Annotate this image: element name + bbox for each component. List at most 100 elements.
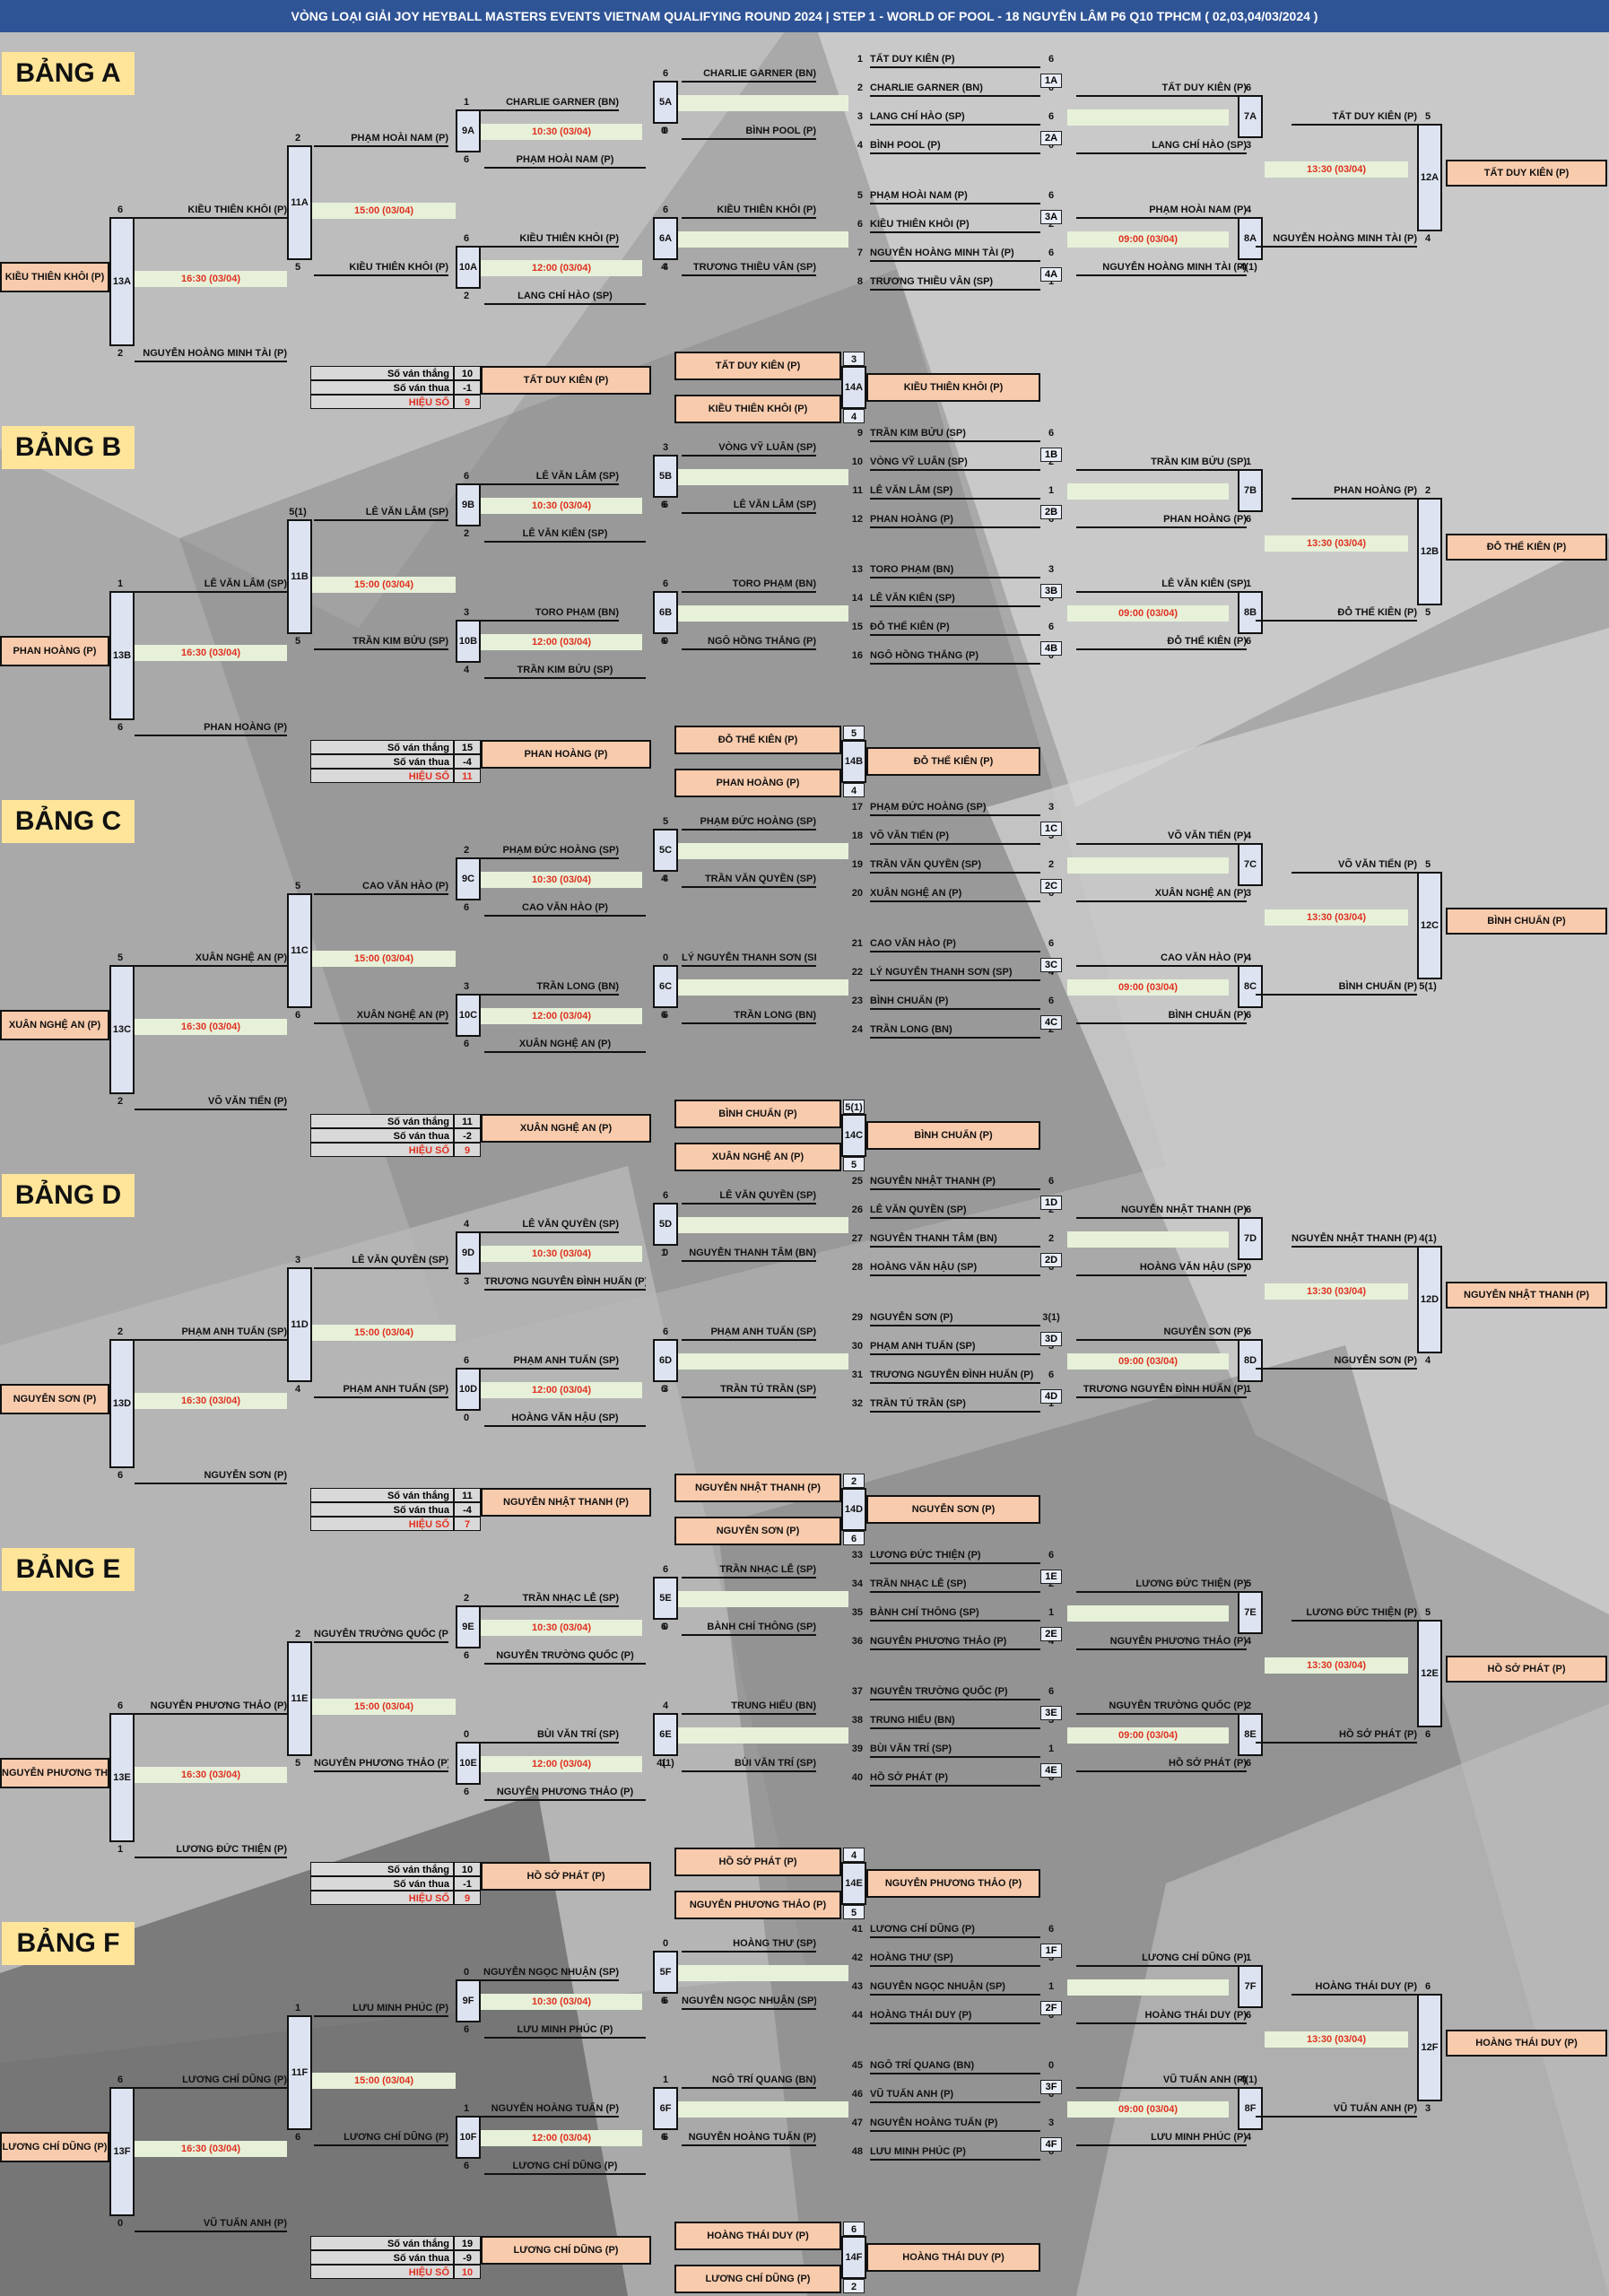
r3-bracket	[1417, 1620, 1442, 1727]
player-name: PHẠM ĐỨC HOÀNG (SP)	[870, 800, 1040, 816]
match-number: 4F	[1040, 2137, 1062, 2152]
match-number: 11D	[291, 1319, 309, 1330]
final-player-a: HỒ SỞ PHÁT (P)	[674, 1848, 841, 1876]
l6-player-a: LÊ VĂN QUYỀN (SP)	[475, 1217, 619, 1233]
l8-score-b: 2	[117, 348, 124, 359]
r2-score-b: 3	[1245, 888, 1252, 899]
final-bracket	[841, 1862, 866, 1905]
final-player-a: ĐỖ THẾ KIÊN (P)	[674, 726, 841, 754]
won-label: Số ván thắng	[310, 366, 454, 380]
match-time: 10:30 (03/04)	[481, 1994, 642, 2010]
seed-number: 7	[857, 248, 863, 258]
l6-bracket	[456, 2116, 481, 2159]
won-value: 11	[454, 1114, 481, 1128]
player-name: LÊ VĂN KIÊN (SP)	[870, 591, 1040, 607]
l7-score-a: 5	[294, 881, 301, 891]
player-name: BÌNH POOL (P)	[870, 138, 1040, 154]
l6-player-b: LƯƠNG CHÍ DŨNG (P)	[484, 2159, 646, 2175]
l5-player-b: TRẦN LONG (BN)	[682, 1008, 816, 1024]
lost-value: -4	[454, 754, 481, 769]
player-score: 3	[1048, 564, 1055, 575]
lost-value: -9	[454, 2250, 481, 2265]
l8-score-a: 6	[117, 1700, 124, 1711]
l7-player-a: LƯU MINH PHÚC (P)	[314, 2001, 448, 2017]
player-score: 6	[1048, 2089, 1055, 2100]
l6-player-b: LƯU MINH PHÚC (P)	[484, 2022, 646, 2039]
match-number: 7A	[1243, 111, 1257, 122]
seed-number: 43	[851, 1981, 863, 1992]
l7-player-a: LÊ VĂN LÂM (SP)	[314, 505, 448, 521]
match-time: 09:00 (03/04)	[1067, 979, 1229, 996]
seed-number: 40	[851, 1772, 863, 1783]
match-number: 2A	[1040, 131, 1062, 145]
seed-number: 1	[857, 54, 863, 65]
r2-score-b: 3	[1245, 140, 1252, 151]
l8-score-a: 6	[117, 2074, 124, 2085]
match-number: 2B	[1040, 505, 1062, 519]
seed-number: 8	[857, 276, 863, 287]
l8-bracket	[109, 591, 135, 720]
match-number: 6E	[659, 1729, 672, 1740]
l6-mid-score: 4	[660, 262, 667, 273]
l5-player-a: PHẠM ANH TUẤN (SP)	[682, 1325, 816, 1341]
r3-winner: HOÀNG THÁI DUY (P)	[1446, 2030, 1607, 2057]
l6-mid-score: 6	[660, 1996, 667, 2006]
l6-score-a: 6	[463, 471, 470, 482]
match-number: 5A	[658, 97, 673, 108]
won-label: Số ván thắng	[310, 1114, 454, 1128]
l5-score-a: 6	[662, 68, 669, 79]
r2-score-a: 2	[1245, 1700, 1252, 1711]
l7-score-a: 2	[294, 1629, 301, 1639]
match-number: 5B	[658, 471, 673, 482]
seed-number: 41	[851, 1924, 863, 1935]
r2-bracket	[1238, 2087, 1263, 2130]
match-number: 4E	[1040, 1763, 1062, 1778]
l5-player-b: NGUYỄN NGỌC NHUẬN (SP)	[682, 1994, 816, 2010]
diff-label: HIỆU SỐ	[310, 1143, 454, 1157]
l5-bracket	[653, 591, 678, 634]
r2-score-b: 6	[1245, 514, 1252, 525]
l8-winner: KIỀU THIÊN KHÔI (P)	[0, 262, 109, 292]
l7-player-b: PHẠM ANH TUẤN (SP)	[314, 1382, 448, 1398]
match-time: 09:00 (03/04)	[1067, 1727, 1229, 1744]
l8-player-b: NGUYỄN HOÀNG MINH TÀI (P)	[135, 346, 287, 362]
match-number: 14E	[845, 1878, 863, 1889]
player-score: 3(1)	[1042, 1312, 1060, 1323]
match-number: 4C	[1040, 1015, 1062, 1030]
player-score: 0	[1048, 2060, 1055, 2071]
match-time: 15:00 (03/04)	[312, 1699, 456, 1715]
match-time: 09:00 (03/04)	[1067, 1353, 1229, 1370]
final-score-a: 5(1)	[843, 1100, 865, 1114]
match-number: 12F	[1421, 2042, 1439, 2053]
r3-bracket	[1417, 124, 1442, 231]
l6-score-a: 0	[463, 1967, 470, 1978]
player-name: TORO PHẠM (BN)	[870, 562, 1040, 578]
player-name: TRUNG HIẾU (BN)	[870, 1713, 1040, 1729]
l8-player-a: PHẠM ANH TUẤN (SP)	[135, 1325, 287, 1341]
r2-player-a: VÕ VĂN TIẾN (P)	[1076, 829, 1247, 845]
player-name: TRẦN TÚ TRẦN (SP)	[870, 1396, 1040, 1413]
match-number: 3B	[1040, 584, 1062, 598]
player-score: 2	[1048, 1233, 1055, 1244]
final-bracket	[841, 2236, 866, 2279]
player-score: 6	[1048, 2010, 1055, 2021]
l5-player-b: NGÔ HỒNG THẮNG (P)	[682, 634, 816, 650]
r3-winner: TẤT DUY KIÊN (P)	[1446, 160, 1607, 187]
diff-value: 7	[454, 1517, 481, 1531]
match-time: 09:00 (03/04)	[1067, 2101, 1229, 2118]
l7-score-a: 2	[294, 133, 301, 144]
l7-bracket	[287, 145, 312, 260]
r3-bracket	[1417, 1994, 1442, 2101]
r3-score-a: 5	[1424, 1607, 1431, 1618]
l7-bracket	[287, 893, 312, 1008]
l5-score-a: 6	[662, 1564, 669, 1575]
l6-bracket	[456, 1742, 481, 1785]
player-name: BÙI VĂN TRÍ (SP)	[870, 1742, 1040, 1758]
l7-player-a: NGUYỄN TRƯỜNG QUỐC (P)	[314, 1627, 448, 1643]
seed-number: 33	[851, 1550, 863, 1561]
l5-bracket	[653, 965, 678, 1008]
r3-score-a: 4(1)	[1419, 1233, 1437, 1244]
l6-score-b: 6	[463, 902, 470, 913]
lost-value: -1	[454, 1876, 481, 1891]
